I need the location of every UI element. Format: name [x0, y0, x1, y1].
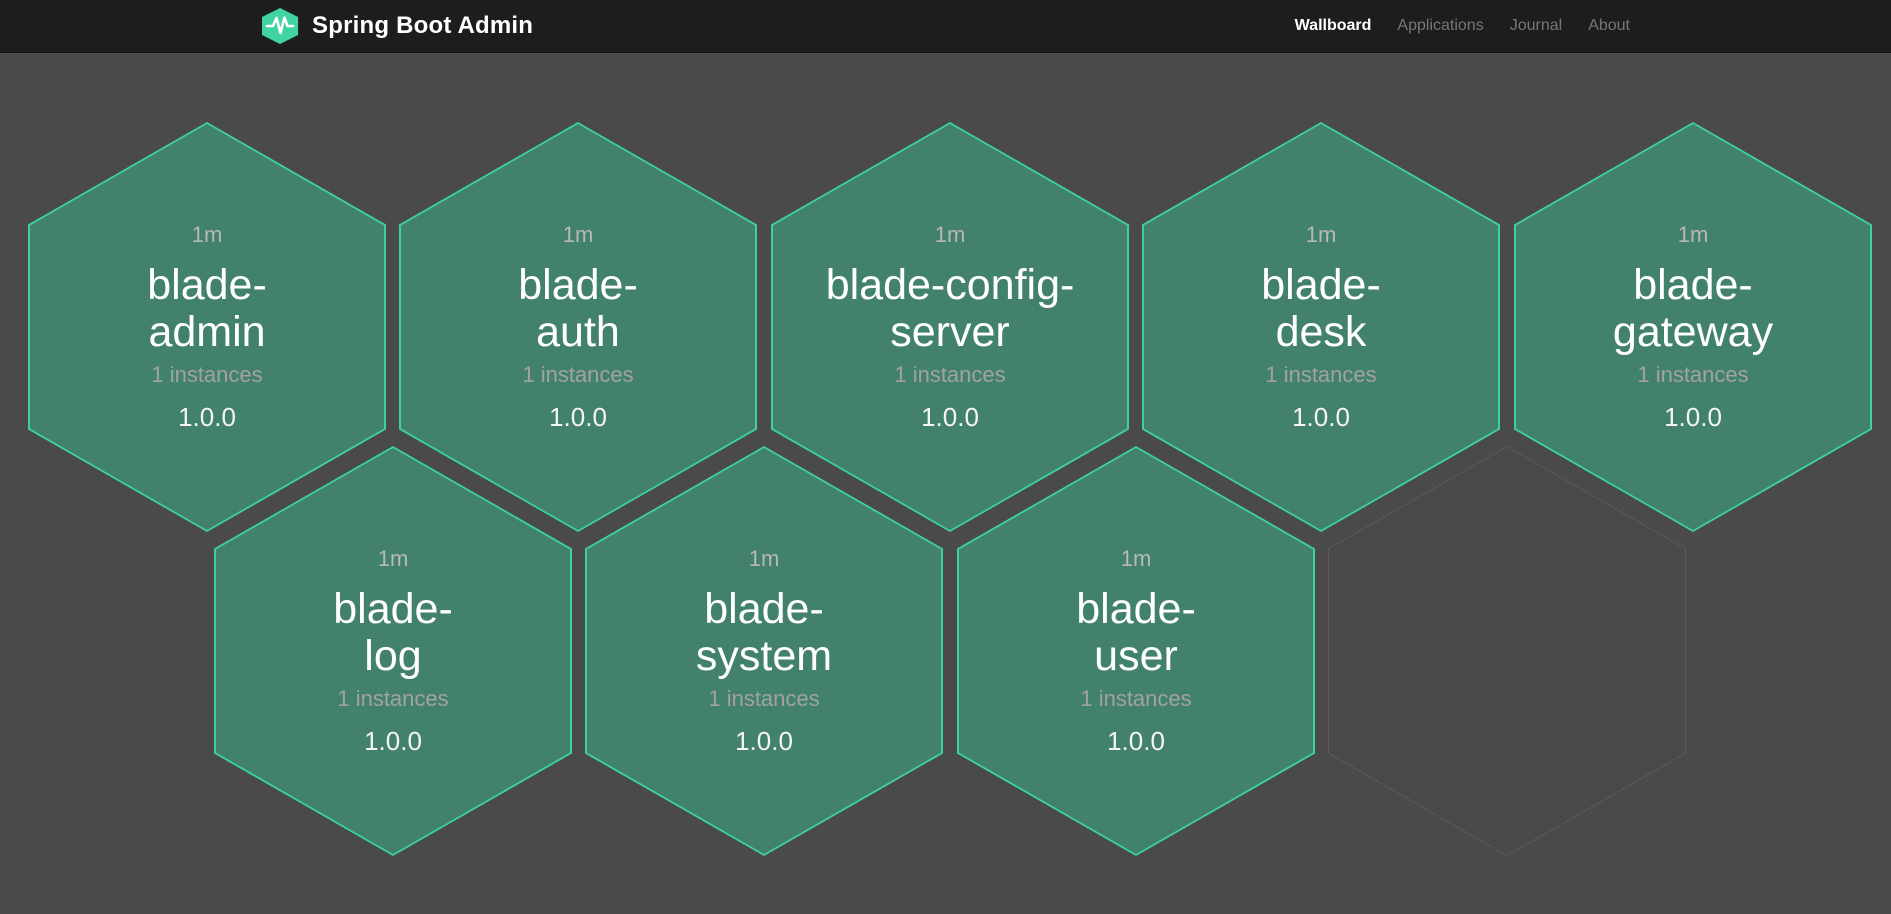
- app-instances: 1 instances: [337, 685, 449, 711]
- hexagon-content: 1m blade- desk 1 instances 1.0.0: [1144, 124, 1498, 530]
- main-nav: Wallboard Applications Journal About: [1295, 17, 1630, 35]
- app-name: blade- system: [695, 584, 833, 680]
- hexagon-content: 1m blade- user 1 instances 1.0.0: [959, 448, 1313, 854]
- app-name: blade- auth: [518, 260, 638, 356]
- app-instances: 1 instances: [894, 361, 1006, 387]
- app-hexagon-blade-config-server[interactable]: 1m blade-config- server 1 instances 1.0.…: [771, 122, 1129, 532]
- app-title: Spring Boot Admin: [312, 12, 534, 39]
- app-version: 1.0.0: [549, 401, 607, 432]
- app-name: blade- log: [333, 584, 453, 680]
- empty-hexagon-placeholder: [1328, 446, 1686, 856]
- app-name: blade- desk: [1261, 260, 1381, 356]
- app-version: 1.0.0: [1664, 401, 1722, 432]
- app-uptime: 1m: [934, 221, 966, 247]
- app-instances: 1 instances: [522, 361, 634, 387]
- empty-hexagon-fill: [1329, 447, 1685, 855]
- hexagon-pulse-icon: [261, 7, 299, 45]
- app-name: blade- gateway: [1612, 260, 1774, 356]
- app-uptime: 1m: [1677, 221, 1709, 247]
- app-name: blade-config- server: [825, 260, 1075, 356]
- app-instances: 1 instances: [151, 361, 263, 387]
- app-hexagon-blade-desk[interactable]: 1m blade- desk 1 instances 1.0.0: [1142, 122, 1500, 532]
- app-instances: 1 instances: [1265, 361, 1377, 387]
- app-uptime: 1m: [1305, 221, 1337, 247]
- app-hexagon-blade-auth[interactable]: 1m blade- auth 1 instances 1.0.0: [399, 122, 757, 532]
- app-version: 1.0.0: [735, 725, 793, 756]
- nav-item-journal[interactable]: Journal: [1509, 17, 1563, 34]
- app-uptime: 1m: [748, 545, 780, 571]
- hexagon-content: 1m blade- system 1 instances 1.0.0: [587, 448, 941, 854]
- nav-item-applications[interactable]: Applications: [1397, 17, 1484, 34]
- hexagon-content: 1m blade- gateway 1 instances 1.0.0: [1516, 124, 1870, 530]
- app-hexagon-blade-admin[interactable]: 1m blade- admin 1 instances 1.0.0: [28, 122, 386, 532]
- app-version: 1.0.0: [178, 401, 236, 432]
- app-instances: 1 instances: [708, 685, 820, 711]
- brand-home-link[interactable]: Spring Boot Admin: [261, 6, 533, 46]
- app-name: blade- user: [1076, 584, 1196, 680]
- hexagon-content: 1m blade- auth 1 instances 1.0.0: [401, 124, 755, 530]
- app-name: blade- admin: [147, 260, 267, 356]
- top-navbar: Spring Boot Admin Wallboard Applications…: [0, 0, 1891, 53]
- nav-item-about[interactable]: About: [1588, 17, 1630, 34]
- app-version: 1.0.0: [921, 401, 979, 432]
- app-hexagon-blade-gateway[interactable]: 1m blade- gateway 1 instances 1.0.0: [1514, 122, 1872, 532]
- hexagon-content: 1m blade- log 1 instances 1.0.0: [216, 448, 570, 854]
- app-uptime: 1m: [1120, 545, 1152, 571]
- app-uptime: 1m: [562, 221, 594, 247]
- app-version: 1.0.0: [364, 725, 422, 756]
- app-hexagon-blade-system[interactable]: 1m blade- system 1 instances 1.0.0: [585, 446, 943, 856]
- app-uptime: 1m: [191, 221, 223, 247]
- app-instances: 1 instances: [1080, 685, 1192, 711]
- app-uptime: 1m: [377, 545, 409, 571]
- app-hexagon-blade-user[interactable]: 1m blade- user 1 instances 1.0.0: [957, 446, 1315, 856]
- hexagon-content: 1m blade- admin 1 instances 1.0.0: [30, 124, 384, 530]
- hexagon-content: 1m blade-config- server 1 instances 1.0.…: [773, 124, 1127, 530]
- app-version: 1.0.0: [1107, 725, 1165, 756]
- app-version: 1.0.0: [1292, 401, 1350, 432]
- nav-item-wallboard[interactable]: Wallboard: [1294, 17, 1372, 34]
- app-hexagon-blade-log[interactable]: 1m blade- log 1 instances 1.0.0: [214, 446, 572, 856]
- wallboard-grid: 1m blade- admin 1 instances 1.0.0 1m bla…: [0, 54, 1891, 914]
- app-instances: 1 instances: [1637, 361, 1749, 387]
